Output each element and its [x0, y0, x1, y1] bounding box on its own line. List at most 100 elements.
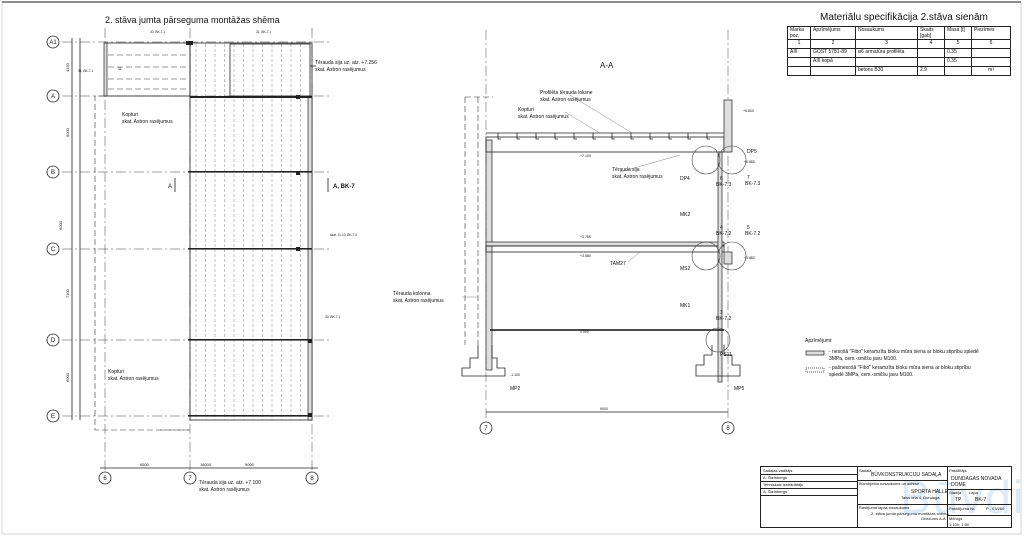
section-labels-deck_ref: skat. Astron rasējumus	[540, 97, 591, 103]
legend-swatch-self-bearing	[805, 367, 825, 373]
plan-labels-ref4: 31	[118, 67, 122, 71]
section-labels-ps11: PS11	[720, 352, 732, 358]
plan-dims_bottom-0: 6500	[140, 462, 150, 467]
section-labels-column: Tērauda kolonna	[393, 291, 431, 297]
deck-rib	[573, 133, 577, 140]
spec-rows-2-5: m³	[971, 66, 1011, 76]
spec-rows-0-5	[971, 48, 1011, 58]
title_block-section: BŪVKONSTRUKCIJU SADAĻA	[871, 472, 942, 478]
spec-rows-0-4: 0.35	[944, 48, 972, 58]
section-labels-kopturi_ref: skat. Astron rasējumus	[518, 114, 569, 120]
title_block-drawing: 2. stāva jumta pārseguma montāžas shēma	[871, 511, 949, 516]
plan-labels-ref1: 30, BK-7.1	[150, 30, 165, 34]
axis-bubble: E	[51, 414, 55, 420]
spec-headers-3: Skaits [gab]	[917, 26, 945, 40]
section-labels-lvl2: +7.100	[580, 154, 591, 158]
plan-labels-beam_top_ref: skat. Astron rasējumus	[315, 67, 366, 73]
section-labels-lvl6: +3.880	[744, 256, 755, 260]
spec-numbers-4: 5	[944, 39, 972, 49]
section-a-a: A-A Profilēta tērauda loksne	[393, 30, 761, 435]
spec-headers-0: Marka poz.	[787, 26, 811, 40]
legend-swatch-bearing	[805, 350, 825, 356]
title_block-address: Talsu iela 4, Dundaga	[901, 495, 940, 500]
spec-numbers-3: 4	[917, 39, 945, 49]
section-labels-lvl1: +8.800	[743, 109, 754, 113]
spec-numbers-5: 6	[971, 39, 1011, 49]
title_block-sheet: BK-7	[975, 497, 987, 503]
plan-labels-kopturi1_ref: skat. Astron rasējumus	[122, 119, 173, 125]
axis-bubble: 8	[726, 426, 730, 432]
section-labels-bk72b: BK-7.2	[745, 231, 761, 237]
spec-rows-1-1: AIII kopā	[810, 57, 856, 67]
spec-rows-1-3	[917, 57, 945, 67]
title_block-object_label: Būvobjekta nosaukums un adrese	[859, 481, 920, 486]
spec-rows-0-1: GOST 5781-89	[810, 48, 856, 58]
plan-labels-ref5: 30, BK-7.1	[325, 315, 340, 319]
spec-numbers-2: 3	[855, 39, 918, 49]
spec-rows-1-0	[787, 57, 811, 67]
spec-headers-5: Piezīmes	[971, 26, 1011, 40]
section-labels-tam27: TAM27	[610, 261, 626, 267]
section-labels-mk2: MK2	[680, 212, 691, 218]
section-labels-dp5: DP5	[747, 149, 757, 155]
section-labels-column_ref: skat. Astron rasējumus	[393, 298, 444, 304]
deck-rib	[611, 133, 615, 140]
deck-rib	[592, 133, 596, 140]
section-labels-deck: Profilēta tērauda loksne	[540, 90, 593, 96]
section-labels-span: 9000	[600, 407, 608, 411]
title_block-section_label: Sadaļa	[859, 468, 872, 473]
watermark: Būvdizains	[900, 471, 1024, 523]
plan-labels-ref2: 31, BK-7.1	[256, 30, 271, 34]
section-labels-n4: 4	[720, 225, 723, 231]
legend-item: - nesošā "Fibo" keramzīta bloku mūra sie…	[829, 349, 979, 362]
deck-rib	[535, 133, 539, 140]
spec-rows-1-2	[855, 57, 918, 67]
deck-rib	[649, 133, 653, 140]
section-labels-lvl8: -1.100	[510, 373, 520, 377]
section-labels-n7: 7	[747, 175, 750, 181]
legend-item: - pašnesošā "Fibo" keramzīta bloku mūra …	[829, 365, 971, 378]
title_block-client: DUNDAGAS NOVADA DOME	[951, 476, 1002, 488]
title_block-stage: TP	[955, 497, 962, 503]
deck-rib	[516, 133, 520, 140]
section-labels-bk72c: BK-7.2	[716, 316, 732, 322]
plan-labels-beam_top: Tērauda sija uz. atz. +7.256	[315, 60, 377, 66]
section-labels-lvl7: 0.000	[580, 330, 589, 334]
plan-labels-ref3: 31, BK-7.1	[78, 69, 93, 73]
spec-numbers-0: 1	[787, 39, 811, 49]
spec-rows-0-3	[917, 48, 945, 58]
section-labels-dp4: DP4	[680, 176, 690, 182]
section-labels-n5: 5	[747, 225, 750, 231]
plan-labels-cut_a_bk: A, BK-7	[333, 184, 355, 190]
spec-numbers-1: 2	[810, 39, 856, 49]
title_block-client_label: Pasūtītājs	[949, 468, 967, 473]
section-labels-mk1: MK1	[680, 303, 691, 309]
section-labels-beam_ref: skat. Astron rasējumus	[612, 174, 663, 180]
section-labels-mp5: MP5	[734, 386, 745, 392]
deck-rib	[668, 133, 672, 140]
spec-rows-2-2: betons B30	[855, 66, 918, 76]
deck-rib	[687, 133, 691, 140]
plan-labels-kopturi2_ref: skat. Astron rasējumus	[108, 376, 159, 382]
section-labels-lvl3: +6.885	[744, 160, 755, 164]
plan-labels-ref6: skat. 11-13, BK-7.4	[330, 233, 357, 237]
section-labels-bk73a: BK-7.3	[716, 182, 732, 188]
plan-labels-kopturi2: Kopturi	[108, 369, 124, 375]
axis-bubble: C	[51, 247, 56, 253]
spec-rows-0-0: AIII	[787, 48, 811, 58]
plan-labels-kopturi1: Kopturi	[122, 112, 138, 118]
axis-bubble: A1	[49, 40, 57, 46]
plan-dims_left-3: 7100	[65, 288, 70, 298]
spec-rows-2-3: 2.9	[917, 66, 945, 76]
section-labels-ms2: MS2	[680, 266, 691, 272]
axis-bubble: B	[51, 170, 55, 176]
table-row: betons B30 2.9 m³	[787, 66, 1011, 76]
title_block-sheet_label: Lapa	[969, 490, 978, 495]
spec-rows-2-4	[944, 66, 972, 76]
plan-dims_bottom-2: 9000	[245, 462, 255, 467]
spec-title: Materiālu specifikācija 2.stāva sienām	[820, 12, 988, 23]
